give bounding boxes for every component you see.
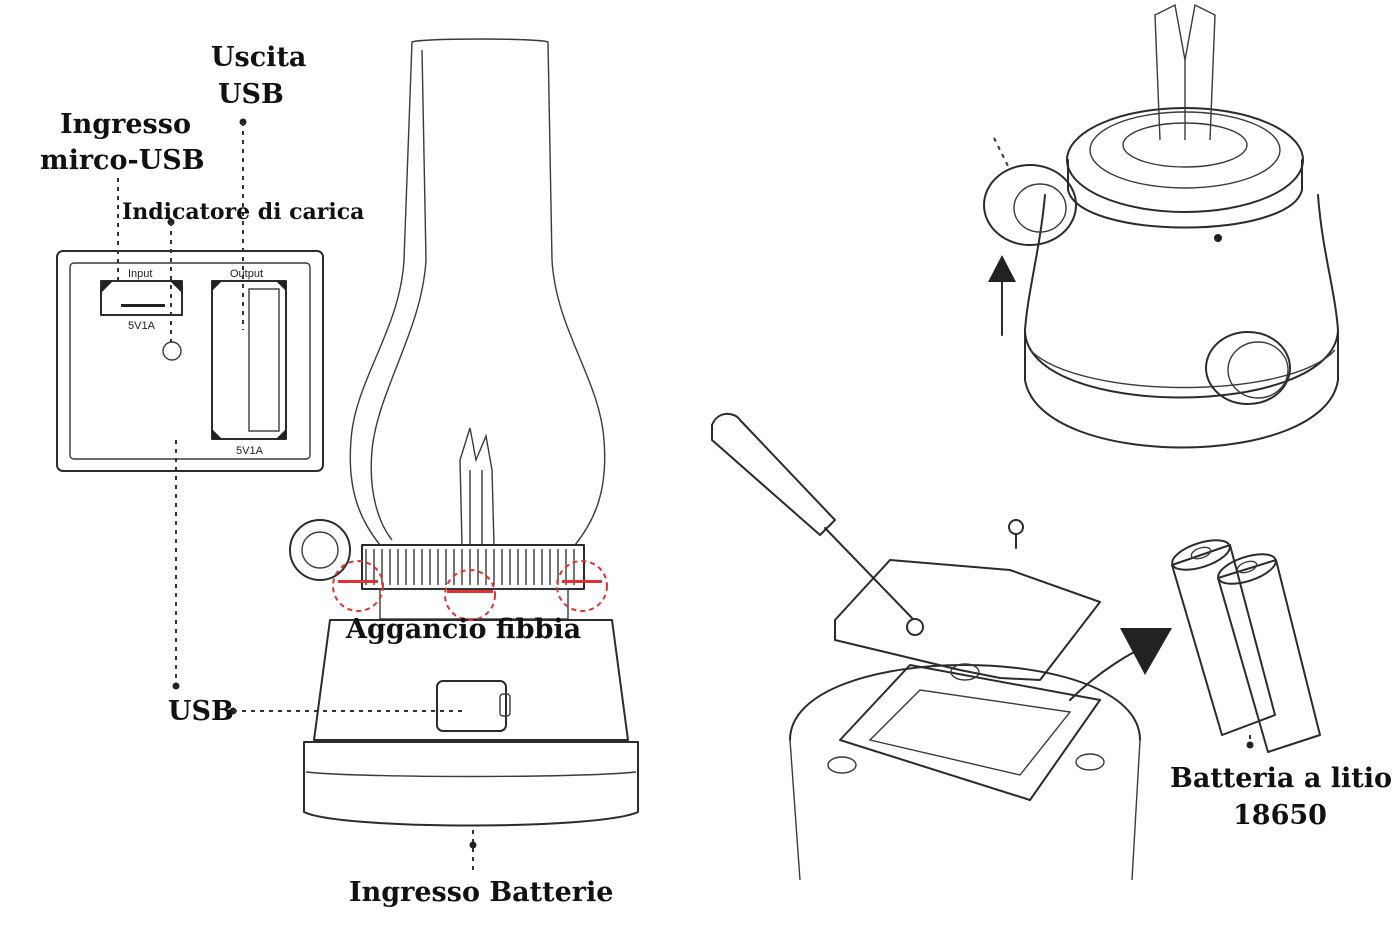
- buckle-highlight-right: [556, 560, 608, 612]
- screw-icon: [906, 618, 924, 636]
- label-usb-output-line1: Uscita: [211, 42, 306, 73]
- usb-cover: [436, 680, 507, 732]
- battery-18650-icon: [1171, 539, 1276, 736]
- lantern-top-view: [983, 3, 1339, 449]
- port-panel: Input 5V1A Output 5V1A: [56, 250, 324, 472]
- label-lithium-battery-line1: Batteria a litio: [1170, 763, 1392, 794]
- label-micro-usb-line1: Ingresso: [60, 109, 191, 140]
- usb-output-port: [211, 280, 287, 440]
- leader-dot: [469, 841, 477, 849]
- buckle-highlight-left: [332, 560, 384, 612]
- micro-usb-port: [100, 280, 183, 316]
- label-usb: USB: [168, 696, 234, 727]
- battery-compartment-view: [711, 412, 1172, 881]
- label-usb-output-line2: USB: [218, 79, 284, 110]
- screwdriver: [711, 412, 913, 619]
- label-buckle-hook: Aggancio fibbia: [345, 614, 581, 645]
- label-charge-indicator: Indicatore di carica: [122, 199, 364, 225]
- screw-icon: [1008, 519, 1024, 535]
- label-micro-usb-line2: mirco-USB: [40, 145, 205, 176]
- input-port-label: Input: [128, 268, 152, 280]
- buckle-highlight-center: [444, 569, 496, 621]
- output-rating-label: 5V1A: [236, 445, 264, 457]
- output-port-label: Output: [230, 268, 263, 280]
- label-battery-input: Ingresso Batterie: [349, 877, 613, 908]
- leader-dot: [1246, 741, 1254, 749]
- input-rating-label: 5V1A: [128, 320, 156, 332]
- lantern-illustration: [289, 38, 639, 827]
- leader-dot: [172, 682, 180, 690]
- label-lithium-battery-line2: 18650: [1233, 800, 1327, 831]
- battery-18650-icon: [1217, 553, 1321, 753]
- charge-indicator-led: [162, 341, 182, 361]
